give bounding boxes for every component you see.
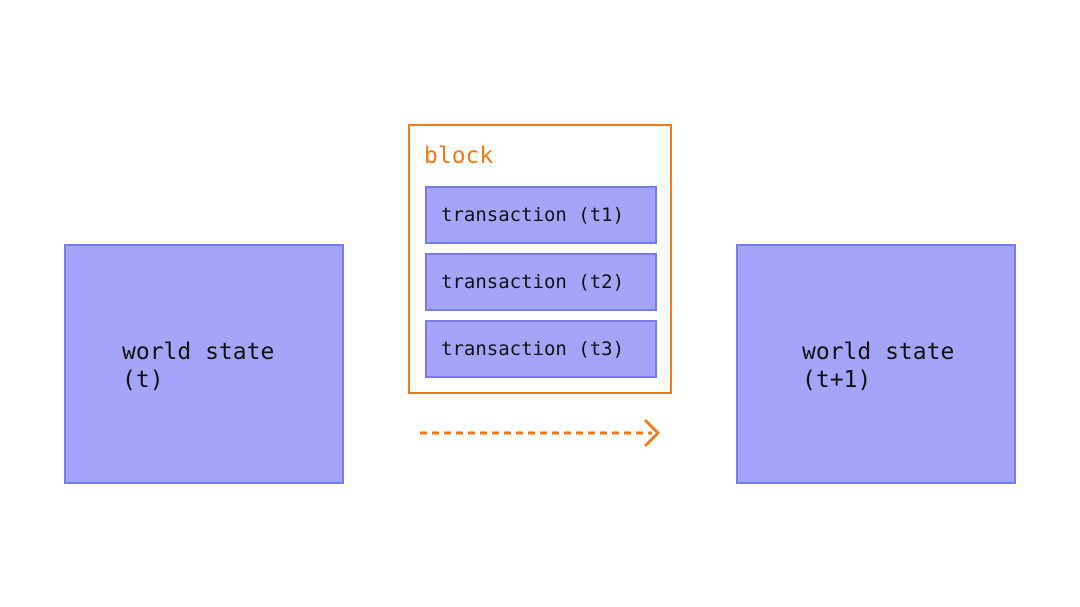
world-state-t-plus-1-line1: world state (802, 339, 955, 365)
world-state-t-box: world state(t) (64, 244, 344, 484)
block-label: block (424, 143, 494, 169)
dashed-right-arrow-icon (420, 419, 660, 447)
block-container: block transaction (t1) transaction (t2) … (408, 124, 672, 394)
world-state-t-plus-1-box: world state(t+1) (736, 244, 1016, 484)
transaction-t1-box: transaction (t1) (425, 186, 657, 244)
world-state-t-line1: world state (122, 339, 275, 365)
world-state-t-label: world state(t) (122, 338, 274, 394)
transaction-t2-box: transaction (t2) (425, 253, 657, 311)
world-state-t-plus-1-line2: (t+1) (802, 367, 872, 393)
world-state-t-line2: (t) (122, 367, 164, 393)
transaction-t3-box: transaction (t3) (425, 320, 657, 378)
world-state-t-plus-1-label: world state(t+1) (802, 338, 954, 394)
arrow-head (644, 419, 660, 447)
